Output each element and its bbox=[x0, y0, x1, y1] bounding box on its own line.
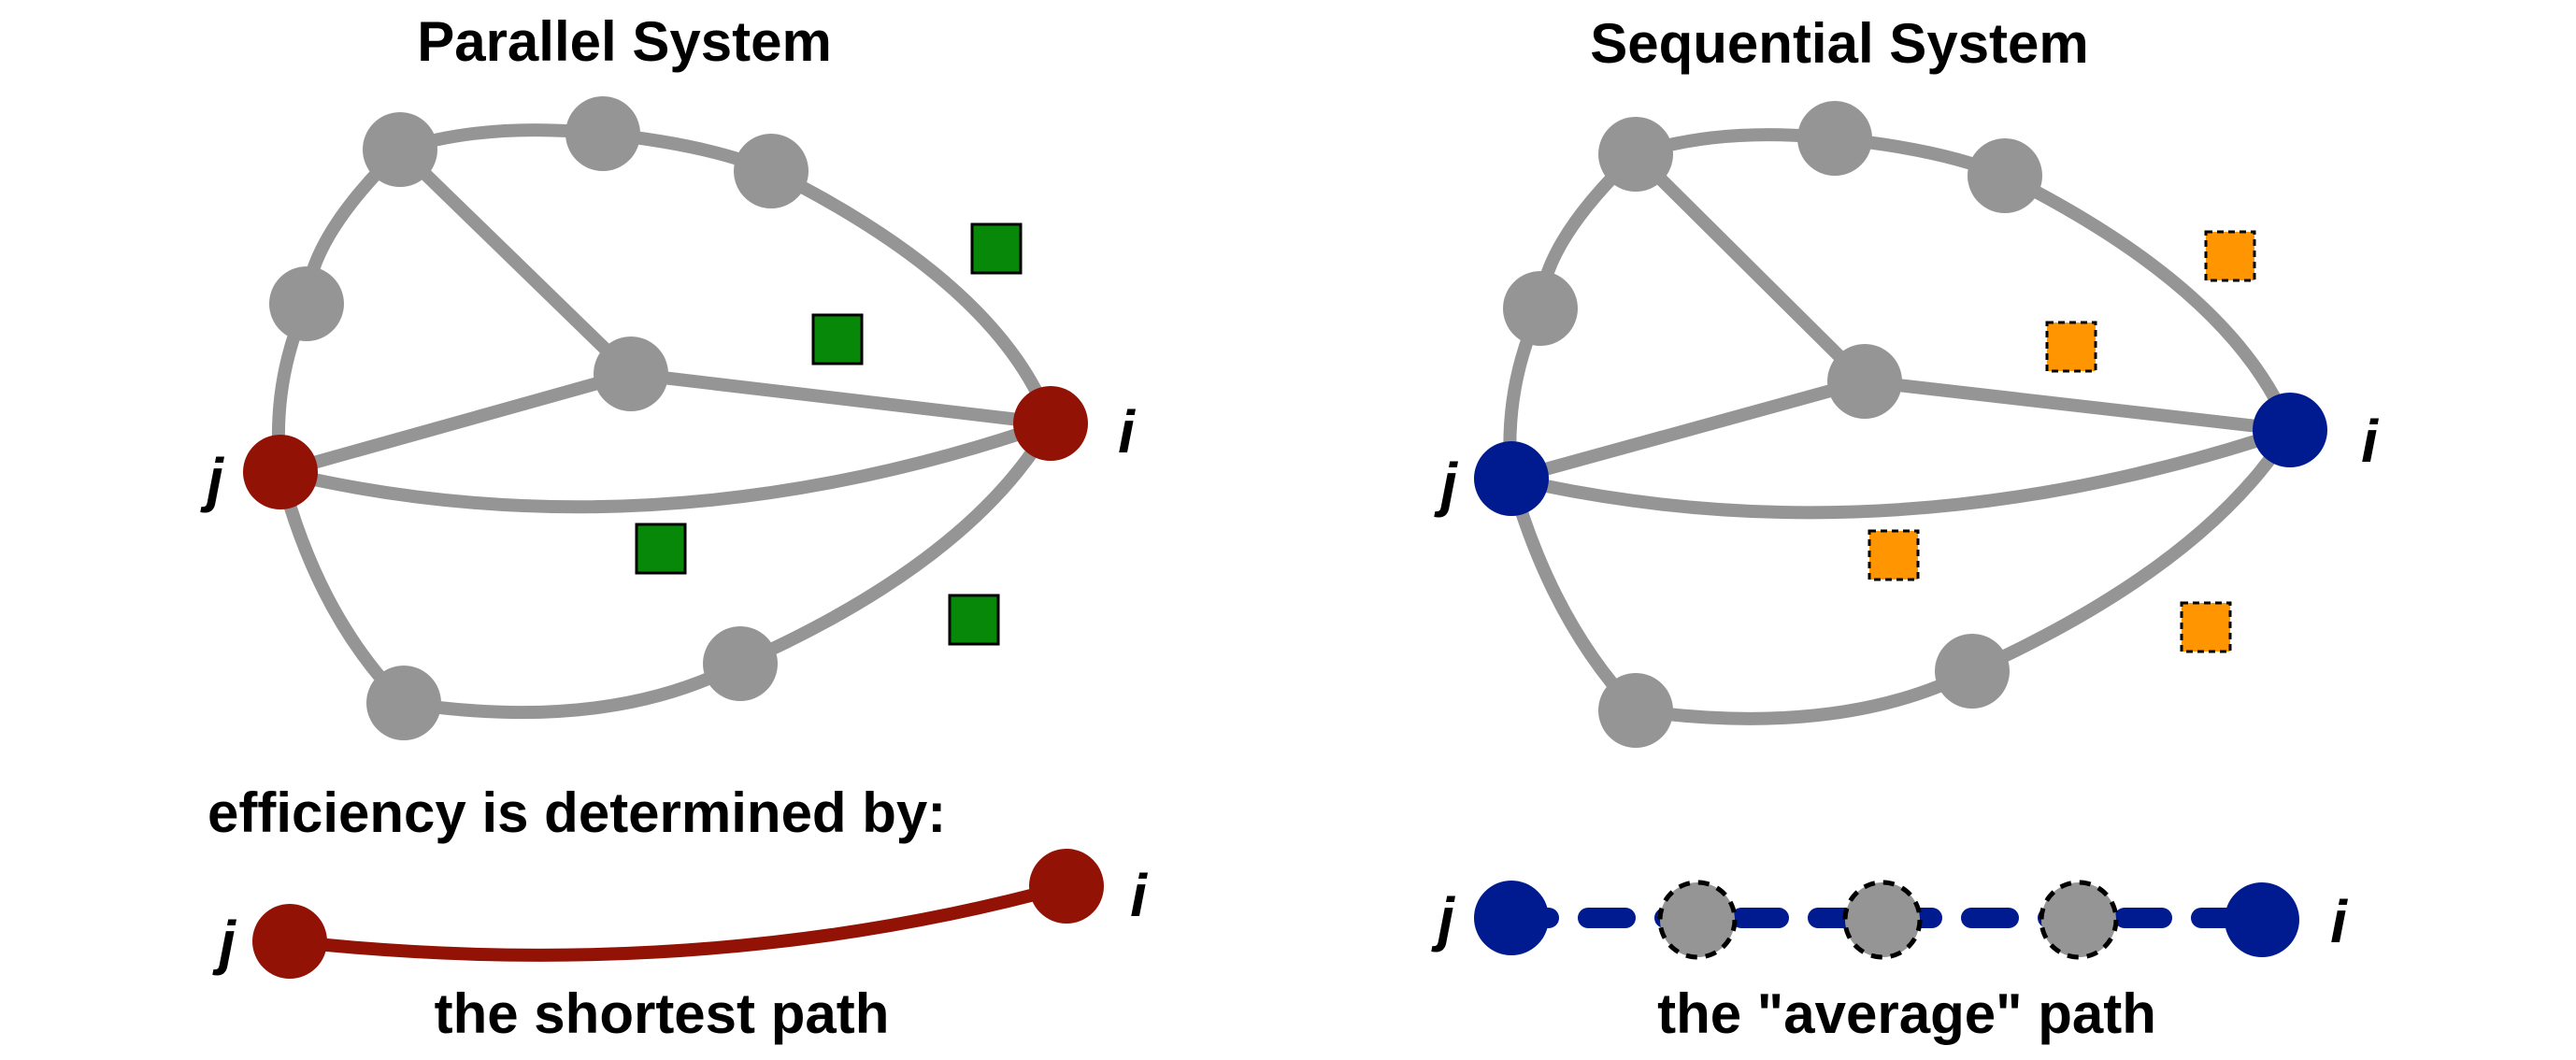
edge bbox=[274, 466, 410, 709]
shortest-path-illustration: j i bbox=[212, 849, 1148, 979]
path-label-j: j bbox=[212, 909, 236, 976]
processing-square bbox=[2204, 230, 2256, 282]
path-intermediate-node bbox=[1657, 880, 1738, 960]
sequential-network: j i bbox=[1434, 101, 2379, 748]
processing-square bbox=[1868, 529, 1920, 581]
efficiency-text: efficiency is determined by: bbox=[208, 781, 946, 844]
edge bbox=[1966, 423, 2297, 678]
edge bbox=[1505, 423, 2297, 520]
network-node bbox=[1797, 101, 1872, 176]
network-node bbox=[269, 266, 344, 341]
edge bbox=[624, 367, 1057, 430]
path-label-j: j bbox=[1431, 885, 1455, 953]
network-node bbox=[1935, 634, 2010, 709]
path-intermediate-node bbox=[1842, 880, 1923, 960]
shortest-path-line bbox=[283, 880, 1073, 962]
edge bbox=[1629, 148, 1871, 388]
path-node-j bbox=[1474, 881, 1549, 955]
network-node bbox=[734, 134, 809, 208]
label-i: i bbox=[2361, 408, 2379, 475]
network-node bbox=[1598, 117, 1673, 192]
label-j: j bbox=[200, 446, 224, 513]
network-node bbox=[1598, 673, 1673, 748]
processing-square bbox=[811, 313, 864, 365]
processing-square bbox=[635, 523, 687, 575]
network-node bbox=[363, 112, 437, 187]
network-node bbox=[594, 337, 668, 411]
edge bbox=[274, 367, 637, 479]
node-i bbox=[2253, 393, 2327, 467]
path-node-i bbox=[2225, 882, 2299, 957]
parallel-title: Parallel System bbox=[417, 10, 832, 73]
path-intermediate-node bbox=[2039, 880, 2119, 960]
sequential-title: Sequential System bbox=[1590, 12, 2089, 75]
edge bbox=[1505, 375, 1871, 485]
processing-square bbox=[2180, 601, 2232, 653]
path-label-i: i bbox=[2330, 888, 2348, 955]
node-i bbox=[1013, 386, 1088, 461]
average-path-caption: the "average" path bbox=[1657, 982, 2156, 1045]
path-label-i: i bbox=[1130, 862, 1148, 929]
network-node bbox=[366, 666, 441, 740]
path-node-i bbox=[1029, 849, 1104, 924]
processing-square bbox=[948, 594, 1000, 646]
node-j bbox=[1474, 441, 1549, 516]
node-j bbox=[243, 435, 318, 509]
edge bbox=[1629, 665, 1979, 725]
parallel-network: j i bbox=[200, 96, 1136, 740]
network-node bbox=[1968, 138, 2042, 213]
edge bbox=[1858, 375, 2297, 437]
sequential-system-panel: Sequential System bbox=[1431, 12, 2379, 1045]
parallel-system-panel: Parallel System bbox=[200, 10, 1148, 1045]
shortest-path-caption: the shortest path bbox=[435, 982, 890, 1045]
label-j: j bbox=[1434, 451, 1458, 518]
edge bbox=[1998, 169, 2297, 437]
average-path-illustration: j i bbox=[1431, 880, 2348, 960]
edge bbox=[1505, 472, 1642, 717]
network-node bbox=[703, 626, 778, 701]
network-node bbox=[1827, 344, 1902, 419]
edge bbox=[394, 143, 637, 380]
edge bbox=[274, 417, 1057, 514]
network-node bbox=[1503, 271, 1578, 346]
edge bbox=[397, 657, 747, 720]
path-node-j bbox=[252, 904, 327, 979]
edge bbox=[734, 417, 1057, 670]
edge bbox=[765, 165, 1057, 430]
label-i: i bbox=[1118, 398, 1136, 466]
network-node bbox=[565, 96, 640, 171]
processing-square bbox=[970, 222, 1023, 275]
processing-square bbox=[2045, 321, 2097, 373]
